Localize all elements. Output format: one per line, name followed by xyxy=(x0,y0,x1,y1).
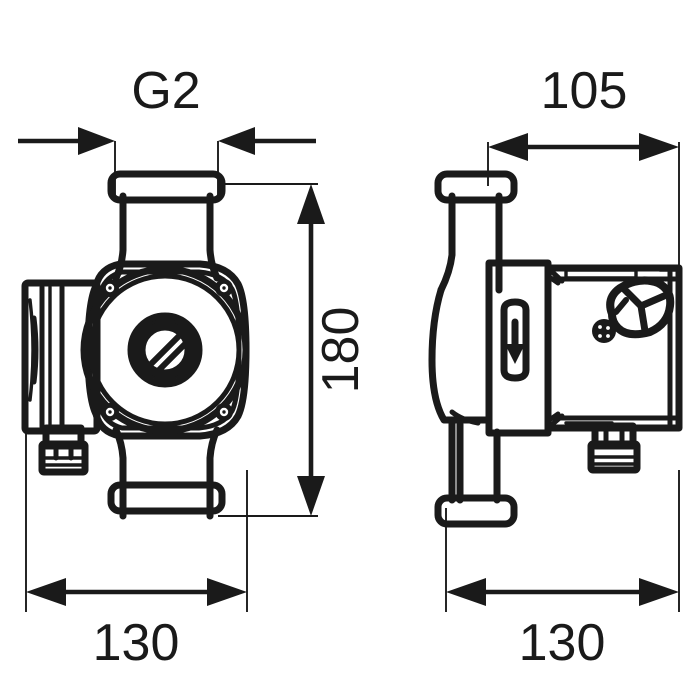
bottom-outlet-pipe-right-wall xyxy=(206,426,221,520)
bottom-outlet-pipe-left-wall xyxy=(112,426,127,520)
side-width-arrow-right xyxy=(639,578,679,606)
housing-top-bevel-left xyxy=(545,265,565,284)
terminal-box-inner-curve xyxy=(31,315,39,385)
terminal-box-edge-curve xyxy=(28,298,35,402)
dimension-180-height xyxy=(218,183,325,517)
front-width-arrow-left xyxy=(26,578,66,606)
g2-arrow-right xyxy=(218,127,255,155)
indicator-led-dot-4 xyxy=(606,334,610,338)
pump-volute-body-left xyxy=(428,286,493,424)
height-arrow-bottom xyxy=(297,476,325,516)
front-width-arrow-right xyxy=(207,578,247,606)
corner-bolt-top-right xyxy=(215,279,233,297)
depth-arrow-left xyxy=(488,133,528,161)
flow-direction-badge xyxy=(500,298,530,382)
top-union-nut-flange xyxy=(107,170,226,204)
side-bottom-union-nut-flange xyxy=(434,494,518,528)
height-arrow-top xyxy=(297,184,325,224)
flow-arrow-head xyxy=(505,344,525,364)
side-cable-gland xyxy=(587,422,641,474)
side-view xyxy=(428,170,683,528)
corner-bolt-bottom-left xyxy=(101,403,119,421)
side-top-union-nut-flange xyxy=(434,170,518,204)
vent-screw-cap-mid-ring xyxy=(134,319,196,381)
thread-size-label: G2 xyxy=(131,62,200,120)
g2-arrow-left xyxy=(78,127,115,155)
side-width-arrow-left xyxy=(446,578,486,606)
speed-selector-knob xyxy=(606,276,675,339)
housing-top-bevel-left-2 xyxy=(545,273,561,286)
corner-bolt-top-left xyxy=(101,279,119,297)
dimension-g2-thread xyxy=(18,127,316,196)
height-dimension-label: 180 xyxy=(312,307,370,394)
flow-badge-outline xyxy=(500,298,530,382)
pump-volute-inner-edge xyxy=(449,409,481,426)
side-top-pipe-left-wall xyxy=(437,192,456,294)
vent-screw-slot-line-2 xyxy=(149,336,185,370)
motor-housing-circle-inner xyxy=(88,273,242,427)
corner-bolt-bottom-right xyxy=(215,403,233,421)
indicator-led xyxy=(592,319,616,343)
housing-bottom-bevel-left xyxy=(545,413,565,431)
vent-screw-cap-body xyxy=(136,321,194,379)
cable-gland xyxy=(38,424,89,476)
bottom-union-nut-flange xyxy=(107,481,226,515)
front-view xyxy=(21,170,250,520)
vent-screw-cap-outer-ring xyxy=(127,312,203,388)
knob-pointer-2 xyxy=(637,292,668,310)
indicator-led-dot-1 xyxy=(598,325,602,329)
depth-arrow-right xyxy=(639,133,679,161)
depth-dimension-label: 105 xyxy=(541,62,628,120)
indicator-led-dot-2 xyxy=(606,326,610,330)
knob-pointer-3 xyxy=(637,302,649,335)
dimension-105-depth xyxy=(487,133,680,265)
housing-top-label-plate xyxy=(564,268,638,280)
indicator-led-body xyxy=(592,319,616,343)
side-width-dimension-label: 130 xyxy=(519,614,606,672)
motor-housing-circle-outer xyxy=(80,265,250,435)
knob-notch xyxy=(613,297,629,315)
flow-direction-arrow xyxy=(505,318,525,364)
housing-bottom-bevel-left-2 xyxy=(545,411,561,424)
knob-pointer-1 xyxy=(618,283,645,310)
front-width-dimension-label: 130 xyxy=(93,614,180,672)
dimension-130-front-width xyxy=(25,432,248,612)
dimension-130-side-width xyxy=(445,470,680,612)
indicator-led-dot-3 xyxy=(598,334,602,338)
